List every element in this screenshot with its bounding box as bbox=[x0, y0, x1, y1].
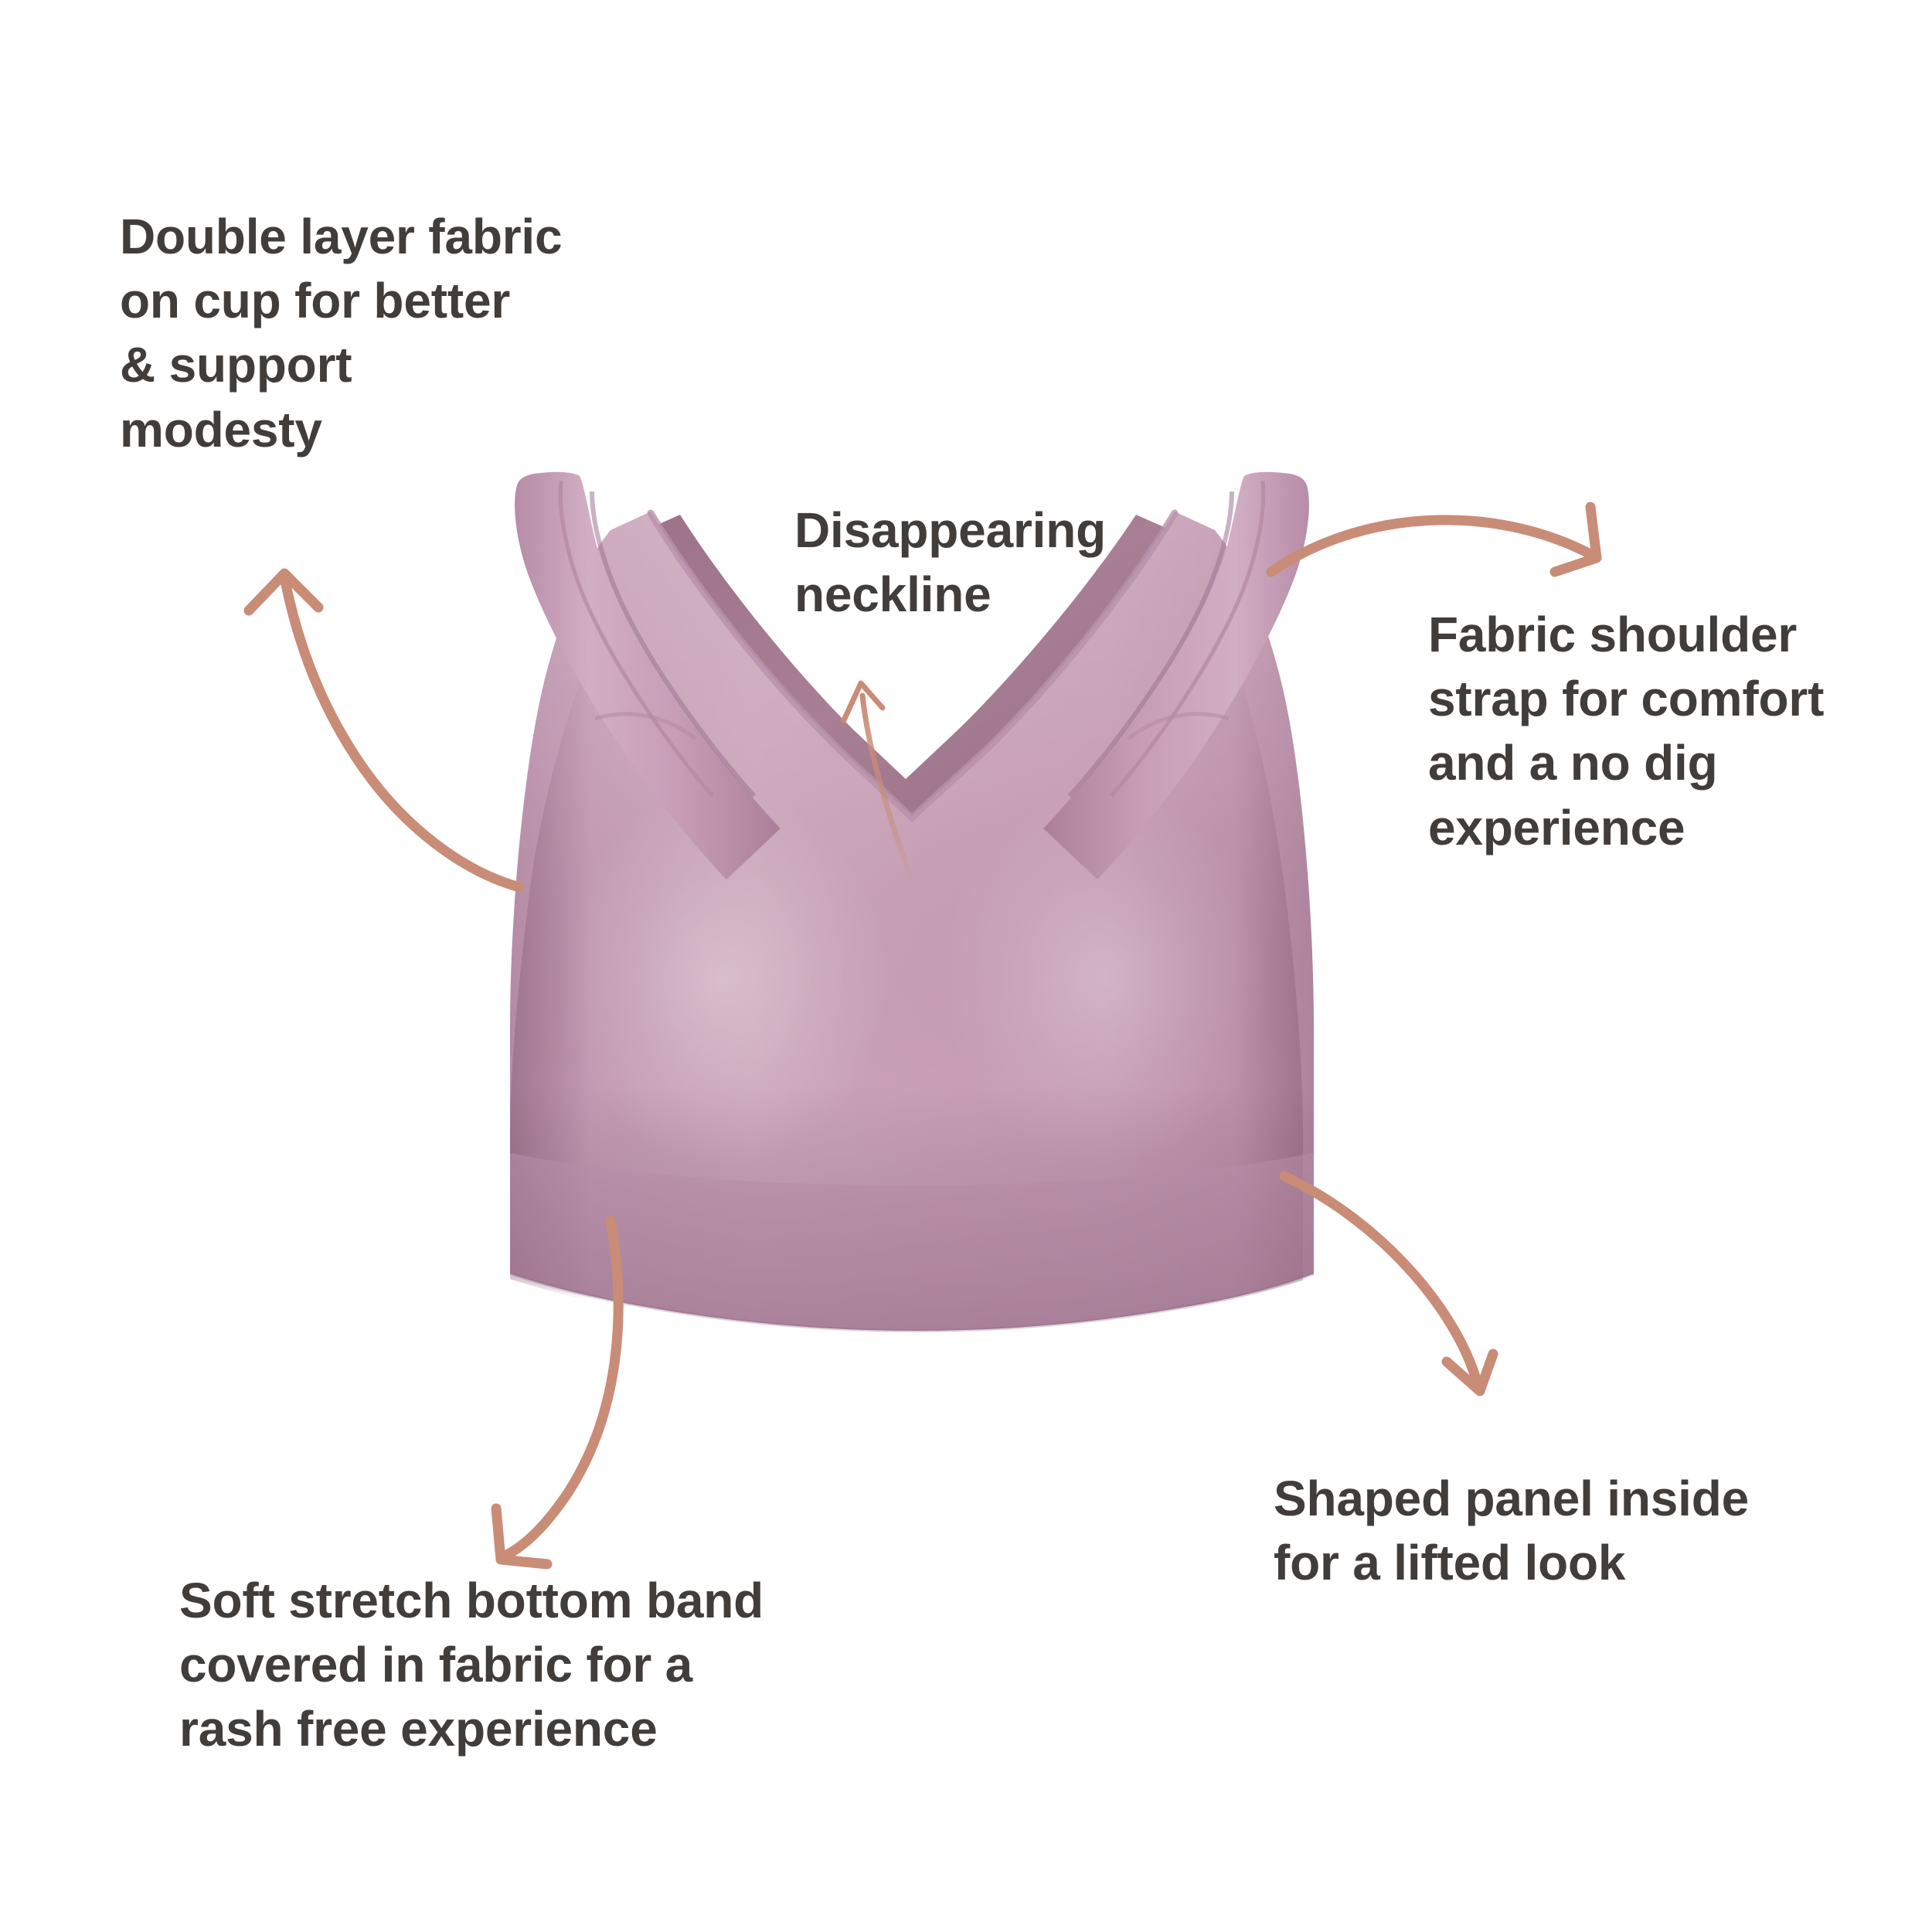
callout-double-layer-fabric: Double layer fabric on cup for better & … bbox=[120, 209, 563, 457]
neckline-edge bbox=[647, 509, 1179, 823]
arrow-shaped-panel bbox=[1279, 1171, 1498, 1396]
cup-seam-left bbox=[594, 712, 697, 740]
arrow-shaped-panel-head bbox=[1441, 1349, 1498, 1396]
arrow-neckline-shaft bbox=[859, 692, 913, 881]
callout-soft-stretch-bottom-band: Soft stretch bottom band covered in fabr… bbox=[179, 1573, 764, 1757]
arrow-double-layer-shaft bbox=[279, 571, 525, 893]
shoulder-strap-right bbox=[1043, 471, 1309, 879]
bra-graphic bbox=[509, 471, 1315, 1334]
callout-shaped-panel: Shaped panel inside for a lifted look bbox=[1274, 1471, 1750, 1591]
arrow-neckline bbox=[841, 680, 913, 881]
arrow-shaped-panel-shaft bbox=[1279, 1171, 1483, 1390]
arrow-shoulder-strap-head bbox=[1549, 502, 1602, 577]
callout-fabric-shoulder-strap: Fabric shoulder strap for comfort and a … bbox=[1428, 607, 1825, 855]
callout-disappearing-neckline: Disappearing neckline bbox=[794, 502, 1107, 623]
shoulder-strap-left-inner-edge bbox=[590, 491, 757, 798]
shoulder-strap-left-seam bbox=[558, 480, 714, 798]
shoulder-strap-left bbox=[515, 471, 781, 879]
arrow-bottom-band-head bbox=[491, 1503, 553, 1570]
annotation-arrows bbox=[243, 502, 1602, 1570]
arrow-double-layer bbox=[243, 568, 525, 893]
arrow-double-layer-head bbox=[243, 568, 324, 616]
bottom-band-hem-edge bbox=[509, 1272, 1315, 1333]
arrow-neckline-head bbox=[841, 680, 886, 723]
bottom-band bbox=[510, 1153, 1314, 1331]
cup-seam-right bbox=[1127, 712, 1230, 740]
shoulder-strap-right-inner-edge bbox=[1067, 491, 1234, 798]
arrow-shoulder-strap-shaft bbox=[1266, 515, 1597, 577]
arrow-shoulder-strap bbox=[1266, 502, 1602, 577]
arrow-bottom-band-shaft bbox=[502, 1216, 624, 1560]
arrow-bottom-band bbox=[491, 1216, 624, 1570]
shoulder-strap-right-seam bbox=[1110, 480, 1266, 798]
